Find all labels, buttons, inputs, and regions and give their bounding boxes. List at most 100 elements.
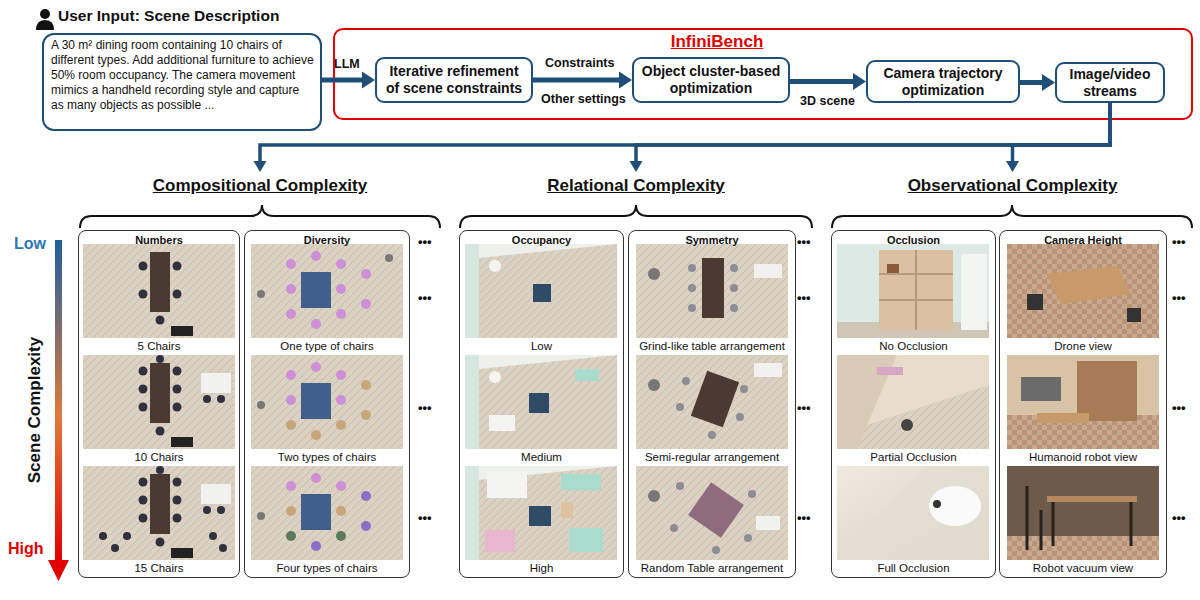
scene-thumbnail-part-part [336, 284, 346, 294]
scene-thumbnail-part [754, 363, 782, 377]
framework-box: InfiniBenchIterative refinement of scene… [333, 28, 1193, 120]
scene-thumbnail-part-part [1130, 502, 1133, 546]
scene-thumbnail-part [529, 506, 551, 526]
connector-line [636, 103, 1110, 161]
node-title: Numbers [79, 234, 239, 246]
scene-thumbnail-part [929, 486, 981, 526]
scene-thumbnail-part-part [311, 362, 321, 372]
scene-thumbnail-part [933, 500, 941, 508]
node-title: Relational Complexity [455, 176, 817, 196]
scene-thumbnail-part-part [286, 481, 296, 491]
scene-thumbnail-part-part [670, 524, 678, 532]
scene-thumbnail-part-part [712, 546, 720, 554]
scene-thumbnail-part-part [361, 491, 371, 501]
scene-thumbnail [837, 355, 989, 449]
node-title: Observational Complexity [830, 176, 1195, 196]
scene-thumbnail-part-part [336, 370, 346, 380]
scene-thumbnail-part [201, 484, 231, 504]
node-title: Diversity [245, 234, 409, 246]
scene-thumbnail-part [83, 466, 235, 560]
node-text: Semi-regular arrangement [629, 451, 795, 464]
scene-thumbnail [251, 466, 403, 560]
scene-thumbnail-part [487, 472, 527, 498]
scene-thumbnail-part [688, 264, 738, 312]
flow-arrow [322, 72, 375, 89]
node-text: High [460, 562, 623, 575]
node-text: 15 Chairs [79, 562, 239, 575]
scene-thumbnail-part-part [173, 385, 182, 394]
scene-thumbnail [465, 244, 617, 338]
ellipsis: ••• [1172, 234, 1186, 249]
process-box: Object cluster-based optimization [632, 57, 790, 103]
node-text: 10 Chairs [79, 451, 239, 464]
node-title: InfiniBench [617, 32, 817, 52]
scene-thumbnail-part-part [173, 496, 182, 505]
ellipsis: ••• [418, 400, 432, 415]
scene-thumbnail-part [1007, 466, 1159, 560]
node-text: Low [460, 340, 623, 353]
scene-thumbnail-part [251, 355, 403, 449]
node-text: Drone view [1000, 340, 1166, 353]
scene-thumbnail-part-part [139, 403, 148, 412]
scene-thumbnail-part [301, 383, 331, 419]
scene-thumbnail-part-part [173, 290, 182, 299]
node-title: User Input: Scene Description [58, 7, 279, 25]
flow-label: Constraints [545, 56, 614, 70]
scene-thumbnail-part-part [111, 544, 119, 552]
scene-thumbnail-part [636, 355, 788, 449]
scene-thumbnail-part-part [286, 395, 296, 405]
scene-thumbnail-part-part [286, 506, 296, 516]
scene-thumbnail-part-part [361, 299, 371, 309]
scene-thumbnail-part-part [156, 316, 165, 325]
scene-thumbnail-part [837, 466, 989, 560]
example-panel: SymmetryGrind-like table arrangementSemi… [628, 230, 796, 578]
brace [80, 205, 1192, 228]
scene-thumbnail-part-part [173, 403, 182, 412]
scene-thumbnail-part-part [361, 410, 371, 420]
scene-thumbnail-part-part [688, 284, 696, 292]
scene-thumbnail-part [670, 482, 756, 554]
scene-thumbnail-part-part [139, 367, 148, 376]
scene-thumbnail-part-part [688, 264, 696, 272]
connector-line [533, 78, 619, 83]
scene-thumbnail-part-part [139, 262, 148, 271]
scene-thumbnail-part-part [286, 370, 296, 380]
scene-thumbnail-part-part [736, 413, 744, 421]
scene-thumbnail-part [879, 250, 953, 330]
complexity-scale-arrow-part [55, 240, 62, 562]
node-title: Object cluster-based optimization [638, 63, 784, 97]
scene-thumbnail-part [286, 380, 371, 440]
node-title: Occupancy [460, 234, 623, 246]
scene-thumbnail-part [901, 419, 913, 431]
user-icon [36, 9, 54, 30]
scene-thumbnail-part [139, 355, 226, 436]
node-text: No Occlusion [832, 340, 995, 353]
scene-thumbnail-part [171, 548, 193, 558]
scene-thumbnail-part [286, 506, 346, 516]
node-title: Compositional Complexity [75, 176, 445, 196]
scene-thumbnail-part-part [1040, 510, 1043, 550]
scene-thumbnail [1007, 355, 1159, 449]
node-title: Occlusion [832, 234, 995, 246]
scene-thumbnail-part-part [361, 269, 371, 279]
scene-thumbnail-part-part [156, 466, 164, 474]
scene-thumbnail-part-part [748, 490, 756, 498]
scene-thumbnail-part [1127, 308, 1141, 322]
scene-thumbnail-part [150, 474, 170, 534]
scene-thumbnail [636, 244, 788, 338]
node-text: A 30 m² dining room containing 10 chairs… [51, 38, 314, 113]
scene-thumbnail-part [1007, 244, 1159, 338]
ellipsis: ••• [1172, 290, 1186, 305]
scene-thumbnail-part [1037, 413, 1089, 423]
scene-thumbnail-part [465, 466, 617, 560]
scene-thumbnail-part [83, 355, 235, 449]
scene-thumbnail-part [465, 244, 479, 338]
complexity-scale-arrow-part [48, 560, 69, 581]
scene-thumbnail-part-part [139, 514, 148, 523]
ellipsis: ••• [797, 234, 811, 249]
arrow-head [254, 161, 267, 172]
node-text: Grind-like table arrangement [629, 340, 795, 353]
flow-arrow [533, 72, 632, 89]
scene-thumbnail [83, 244, 235, 338]
scene-thumbnail [465, 466, 617, 560]
